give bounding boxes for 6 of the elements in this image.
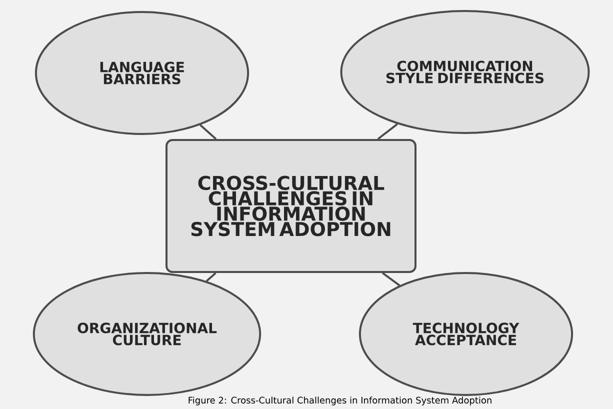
connector-line (382, 272, 400, 286)
connector-line (377, 123, 398, 140)
title-box: CROSS-CULTURAL CHALLENGES IN INFORMATION SYSTEM ADOPTION (166, 139, 416, 273)
caption: Figure 2: Cross-Cultural Challenges in Information System Adoption (188, 396, 492, 406)
connector-line (200, 124, 217, 140)
connector-line (206, 272, 216, 282)
